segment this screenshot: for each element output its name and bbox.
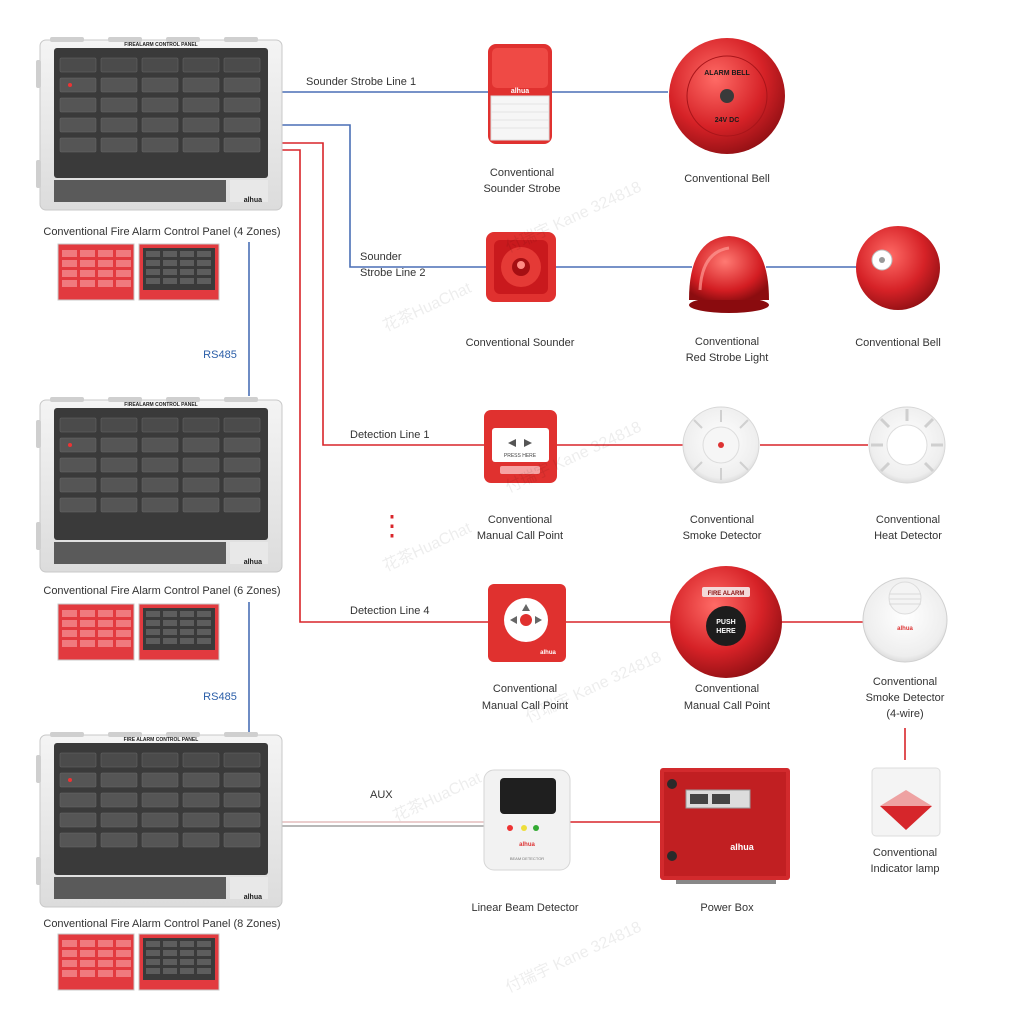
mcp-1-label-2: Manual Call Point: [476, 530, 564, 542]
sounder-strobe-line-2-label-a: Sounder: [360, 251, 402, 263]
panel-8-zones-label: Conventional Fire Alarm Control Panel (8…: [43, 918, 281, 930]
smoke-1-label-2: Smoke Detector: [682, 530, 762, 542]
bell-1-face-voltage: 24V DC: [715, 117, 740, 124]
control-panel-brand: alhua: [244, 197, 262, 204]
bell-2-device: [856, 226, 940, 310]
bell-1-label: Conventional Bell: [684, 173, 770, 185]
detection-line-1-wire: [282, 142, 484, 446]
mcp-3-label-2: Manual Call Point: [683, 700, 771, 712]
manual-call-point-2-device: alhua: [488, 584, 566, 662]
detection-line-1-label: Detection Line 1: [350, 429, 430, 441]
power-box-brand: alhua: [730, 842, 755, 852]
aux-line-label: AUX: [370, 789, 393, 801]
smoke-4wire-label-1: Conventional: [872, 676, 938, 688]
heat-label-2: Heat Detector: [874, 530, 942, 542]
control-panel-brand: alhua: [244, 894, 262, 901]
mcp-3-label-1: Conventional: [694, 683, 760, 695]
beam-label: Linear Beam Detector: [471, 902, 579, 914]
control-panel-thumbnails-3: [57, 933, 220, 991]
bell-1-device: ALARM BELL 24V DC: [669, 38, 785, 154]
mcp-3-face-here: HERE: [716, 628, 736, 635]
mcp-1-label-1: Conventional: [487, 514, 553, 526]
control-panel-2: FIREALARM CONTROL PANEL alhua: [36, 397, 283, 573]
smoke-4wire-label-3: (4-wire): [886, 708, 924, 720]
panel-6-zones-label: Conventional Fire Alarm Control Panel (6…: [43, 585, 281, 597]
rs485-label-2: RS485: [203, 691, 237, 703]
control-panel-header: FIREALARM CONTROL PANEL: [124, 402, 197, 408]
detection-line-4-wire: [282, 149, 488, 623]
control-panel-header: FIRE ALARM CONTROL PANEL: [124, 737, 199, 743]
control-panel-header: FIREALARM CONTROL PANEL: [124, 42, 197, 48]
manual-call-point-3-device: FIRE ALARM PUSH HERE: [670, 566, 782, 678]
smoke-detector-1-device: [682, 406, 760, 484]
sounder-strobe-brand: alhua: [511, 88, 529, 95]
bell-1-face-text: ALARM BELL: [704, 70, 750, 77]
indicator-lamp-device: [871, 767, 941, 837]
sounder-strobe-label-2: Sounder Strobe: [483, 183, 561, 195]
heat-label-1: Conventional: [875, 514, 941, 526]
sounder-strobe-label-1: Conventional: [489, 167, 555, 179]
rs485-label-1: RS485: [203, 349, 237, 361]
sounder-device: [486, 232, 556, 302]
heat-detector-device: [868, 406, 946, 484]
connection-lines: [248, 91, 906, 827]
detection-line-4-label: Detection Line 4: [350, 605, 430, 617]
manual-call-point-1-device: PRESS HERE: [484, 410, 557, 483]
linear-beam-detector-device: alhua BEAM DETECTOR: [483, 769, 571, 871]
power-box-device: alhua: [660, 768, 790, 884]
smoke-4wire-brand: alhua: [897, 626, 913, 632]
control-panel-1: FIREALARM CONTROL PANEL alhua: [36, 37, 283, 211]
beam-brand: alhua: [519, 842, 535, 848]
sounder-strobe-line-2-label-b: Strobe Line 2: [360, 267, 426, 279]
smoke-4wire-label-2: Smoke Detector: [865, 692, 945, 704]
bell-2-label: Conventional Bell: [855, 337, 941, 349]
power-box-label: Power Box: [700, 902, 754, 914]
smoke-detector-4wire-device: alhua: [862, 577, 948, 663]
control-panel-brand: alhua: [244, 559, 262, 566]
indicator-label-1: Conventional: [872, 847, 938, 859]
control-panel-thumbnails-2: [57, 603, 220, 661]
sounder-strobe-line-2-wire: [282, 124, 486, 268]
control-panel-3: FIRE ALARM CONTROL PANEL alhua: [36, 732, 283, 908]
mcp-2-label-2: Manual Call Point: [481, 700, 569, 712]
red-strobe-device: [689, 236, 769, 313]
more-lines-ellipsis: ⋮: [378, 510, 406, 541]
mcp-3-face-top: FIRE ALARM: [708, 591, 745, 597]
smoke-1-label-1: Conventional: [689, 514, 755, 526]
red-strobe-label-1: Conventional: [694, 336, 760, 348]
mcp-2-label-1: Conventional: [492, 683, 558, 695]
sounder-strobe-device: alhua: [488, 44, 552, 144]
control-panel-thumbnails-1: [57, 243, 220, 301]
sounder-label: Conventional Sounder: [465, 337, 575, 349]
panel-4-zones-label: Conventional Fire Alarm Control Panel (4…: [43, 226, 281, 238]
mcp-3-face-push: PUSH: [716, 619, 735, 626]
red-strobe-label-2: Red Strobe Light: [685, 352, 769, 364]
sounder-strobe-line-1-label: Sounder Strobe Line 1: [306, 76, 417, 88]
beam-plate: BEAM DETECTOR: [510, 856, 544, 861]
indicator-label-2: Indicator lamp: [870, 863, 940, 875]
mcp-2-brand: alhua: [540, 650, 556, 656]
mcp-1-face-text: PRESS HERE: [504, 453, 537, 459]
